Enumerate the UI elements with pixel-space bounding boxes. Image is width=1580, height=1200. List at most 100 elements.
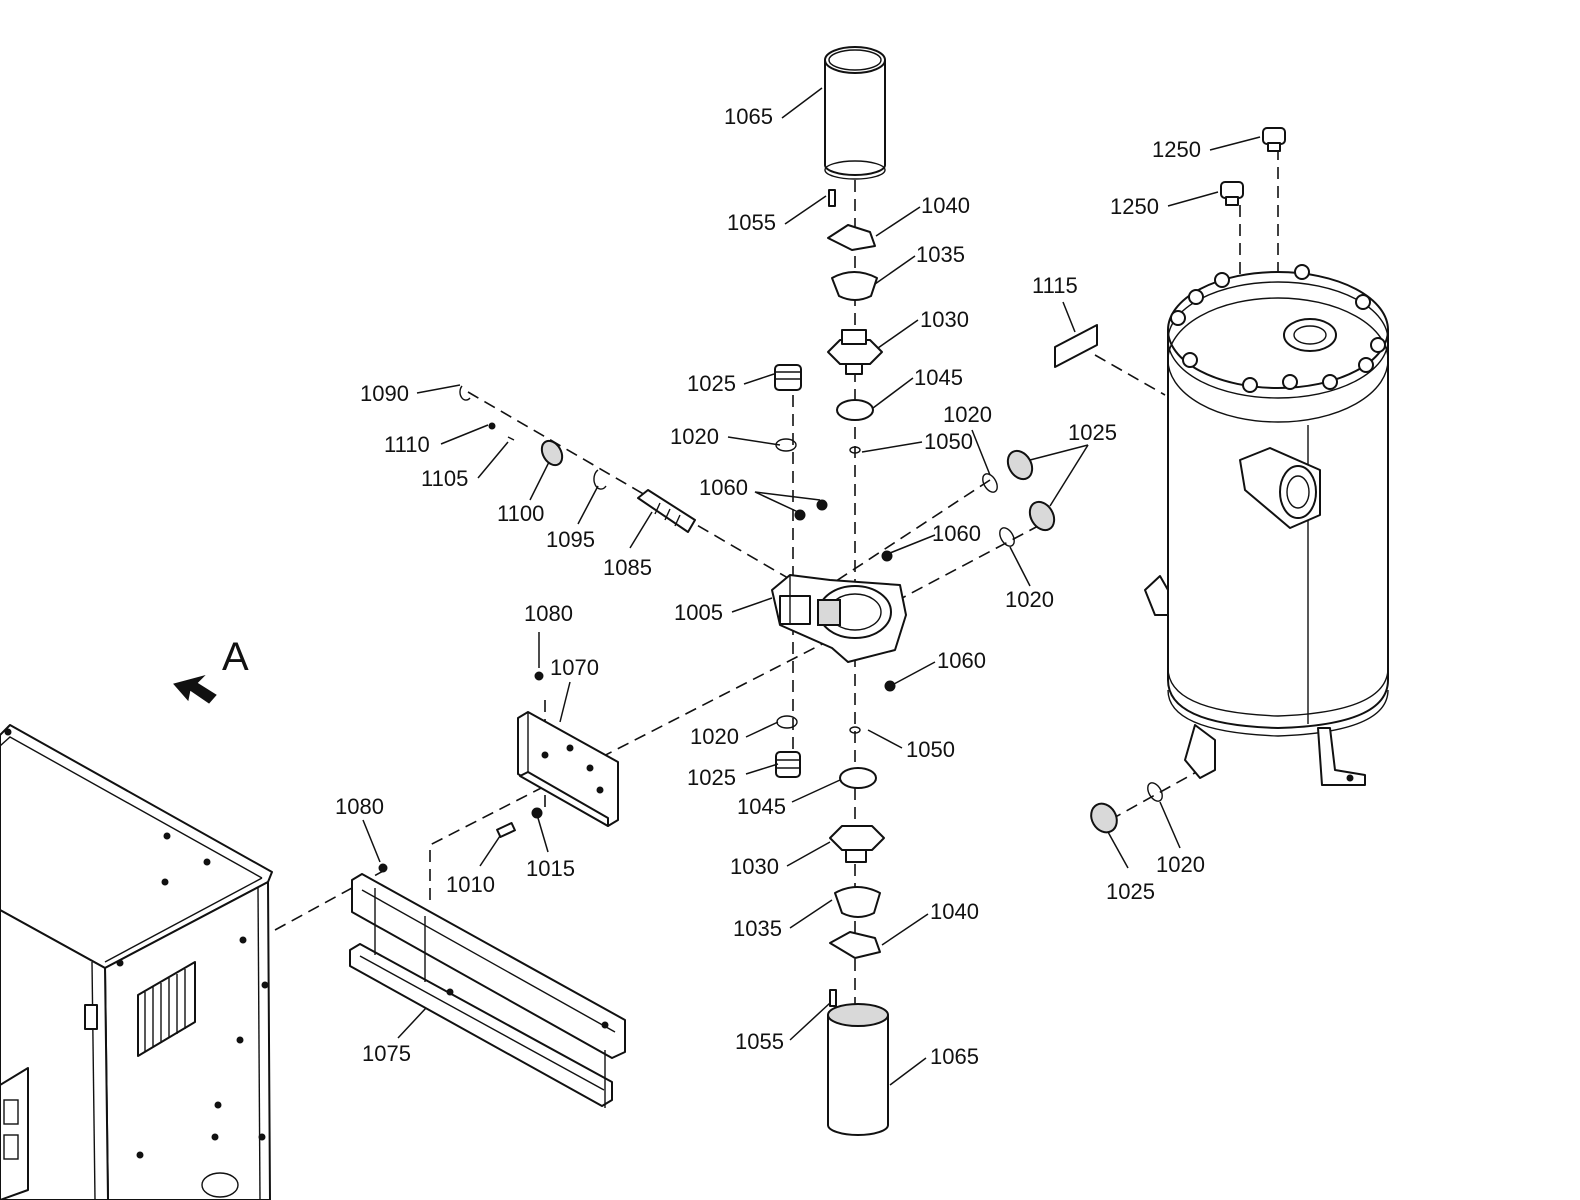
callout-1105: 1105 xyxy=(421,466,468,491)
nut-1080-left xyxy=(378,863,388,873)
receiver-tank xyxy=(1144,264,1389,786)
callout-1050-top: 1050 xyxy=(924,429,973,454)
adapter-1030-low xyxy=(829,825,885,863)
callout-1075: 1075 xyxy=(362,1041,411,1066)
tank-inlet-elbow xyxy=(1239,447,1321,529)
screw-1055-top xyxy=(828,189,836,207)
oring-1020-low xyxy=(776,715,798,729)
callout-1055-low: 1055 xyxy=(735,1029,784,1054)
retainer-1040-top xyxy=(827,224,876,251)
callout-1115: 1115 xyxy=(1032,273,1078,298)
bottom-filter-stack xyxy=(827,726,889,1136)
oring-1045-top xyxy=(836,399,874,421)
callout-1095: 1095 xyxy=(546,527,595,552)
washer-1015 xyxy=(531,807,543,819)
oring-1050-top xyxy=(849,446,861,454)
callout-1085: 1085 xyxy=(603,555,652,580)
callout-1040-low: 1040 xyxy=(930,899,979,924)
filter-element-low xyxy=(827,1003,889,1136)
plug-1250-b xyxy=(1220,181,1244,206)
plug-1060-b xyxy=(816,499,828,511)
callout-1045-low: 1045 xyxy=(737,794,786,819)
callout-1020-left-low: 1020 xyxy=(690,724,739,749)
adapter-1030-top xyxy=(827,329,883,375)
callout-1060-lower: 1060 xyxy=(937,648,986,673)
callout-1010: 1010 xyxy=(446,872,495,897)
callout-1025-right: 1025 xyxy=(1068,420,1117,445)
mounting-rail xyxy=(349,873,626,1108)
callout-1030-top: 1030 xyxy=(920,307,969,332)
nut-1080-top xyxy=(534,671,544,681)
vent-grille xyxy=(137,961,196,1057)
screw-1010 xyxy=(496,821,516,839)
clamp-1035-low xyxy=(834,886,881,918)
plug-1060-right xyxy=(881,550,893,562)
callout-1030-low: 1030 xyxy=(730,854,779,879)
callout-1020-right-top: 1020 xyxy=(943,402,992,427)
callout-labels: 1065 1055 1040 1035 1030 1045 1050 1025 … xyxy=(335,104,1205,1069)
callout-1020-right-mid: 1020 xyxy=(1005,587,1054,612)
view-arrow-a: A xyxy=(173,635,249,704)
clip-1090 xyxy=(459,385,471,401)
enclosure-cabinet xyxy=(0,724,273,1200)
callout-1005: 1005 xyxy=(674,600,723,625)
callout-1015: 1015 xyxy=(526,856,575,881)
fitting-1025-right-mid xyxy=(1028,500,1056,532)
oring-1050-low xyxy=(849,726,861,734)
top-filter-stack xyxy=(824,46,886,454)
tank-drain-parts xyxy=(1090,782,1163,834)
callout-1070: 1070 xyxy=(550,655,599,680)
oring-1020-right-mid xyxy=(999,527,1015,547)
callout-1090: 1090 xyxy=(360,381,409,406)
fitting-1025-right-top xyxy=(1006,449,1034,481)
oring-1045-low xyxy=(839,767,877,789)
callout-1250-b: 1250 xyxy=(1110,194,1159,219)
bracket xyxy=(517,711,619,827)
plug-1250-a xyxy=(1262,127,1286,152)
fitting-1025-low xyxy=(775,751,801,778)
callout-1080-top: 1080 xyxy=(524,601,573,626)
right-port-parts xyxy=(982,449,1056,547)
label-plate-1115 xyxy=(1054,324,1098,368)
fitting-1025-top xyxy=(774,364,802,391)
oring-1095 xyxy=(593,469,607,490)
tank-plugs xyxy=(1054,127,1286,368)
callout-1025-tank: 1025 xyxy=(1106,879,1155,904)
leader-lines xyxy=(362,87,1261,1086)
bypass-valve-parts xyxy=(459,385,696,533)
callout-1035-top: 1035 xyxy=(916,242,965,267)
clamp-1035-top xyxy=(831,271,878,301)
callout-1045-top: 1045 xyxy=(914,365,963,390)
callout-1035-low: 1035 xyxy=(733,916,782,941)
callout-1020-left-top: 1020 xyxy=(670,424,719,449)
callout-1100: 1100 xyxy=(497,501,544,526)
fasteners xyxy=(378,189,896,1007)
callout-1020-tank: 1020 xyxy=(1156,852,1205,877)
callout-1080-left: 1080 xyxy=(335,794,384,819)
screw-1055-low xyxy=(829,989,837,1007)
oring-1020-right-top xyxy=(982,473,998,493)
callout-1060-pair: 1060 xyxy=(699,475,748,500)
callout-1250-a: 1250 xyxy=(1152,137,1201,162)
view-marker-label: A xyxy=(222,635,249,679)
screw-1110 xyxy=(488,422,496,430)
cap-1100 xyxy=(540,439,564,467)
callout-1055-top: 1055 xyxy=(727,210,776,235)
oring-1020-tank xyxy=(1147,782,1163,802)
valve-spring-1085 xyxy=(637,489,696,533)
callout-1050-low: 1050 xyxy=(906,737,955,762)
callout-1065-top: 1065 xyxy=(724,104,773,129)
callout-1025-left-top: 1025 xyxy=(687,371,736,396)
callout-1040-top: 1040 xyxy=(921,193,970,218)
pin-1105 xyxy=(507,436,515,441)
callout-1060-right: 1060 xyxy=(932,521,981,546)
retainer-1040-low xyxy=(829,931,881,959)
filter-element-top xyxy=(824,46,886,180)
fitting-1025-tank xyxy=(1090,802,1118,834)
callout-1065-low: 1065 xyxy=(930,1044,979,1069)
callout-1110: 1110 xyxy=(384,432,430,457)
left-port-parts xyxy=(774,364,802,778)
plug-1060-lower xyxy=(884,680,896,692)
filter-head xyxy=(771,574,907,663)
